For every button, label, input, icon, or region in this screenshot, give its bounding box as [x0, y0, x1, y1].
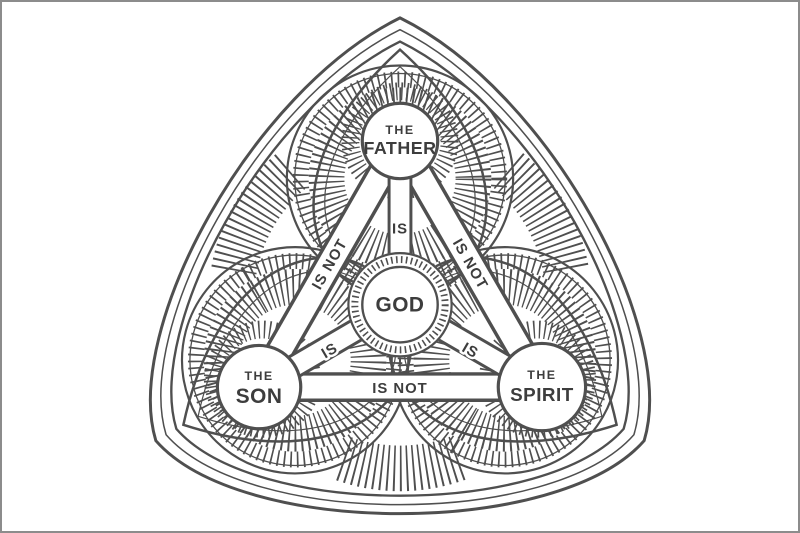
son-node-circle [215, 343, 303, 431]
link-label-son-spirit: IS NOT [372, 381, 428, 397]
outer-border-line [160, 28, 640, 506]
father-spirit-bar-fill [390, 135, 552, 393]
father-node-circle [360, 101, 440, 181]
son-label-line1: THE [244, 369, 273, 383]
outer-triangle-bars [246, 133, 555, 402]
outer-border-line [149, 16, 651, 516]
spirit-label-line1: THE [527, 368, 556, 382]
person-nodes [215, 101, 588, 433]
god-inner-ring [361, 265, 439, 344]
father-label-line2: FATHER [363, 138, 436, 158]
spirit-label-line2: SPIRIT [510, 384, 574, 405]
link-label-father-god: IS [392, 221, 408, 237]
son-label-line2: SON [236, 385, 283, 408]
father-son-bar-fill [249, 135, 410, 393]
father-label-line1: THE [385, 123, 414, 137]
god-outer-ring [347, 252, 453, 358]
god-beaded-ring [351, 256, 449, 354]
god-node [347, 252, 453, 358]
god-label: GOD [376, 294, 425, 317]
spirit-node-circle [496, 341, 588, 433]
